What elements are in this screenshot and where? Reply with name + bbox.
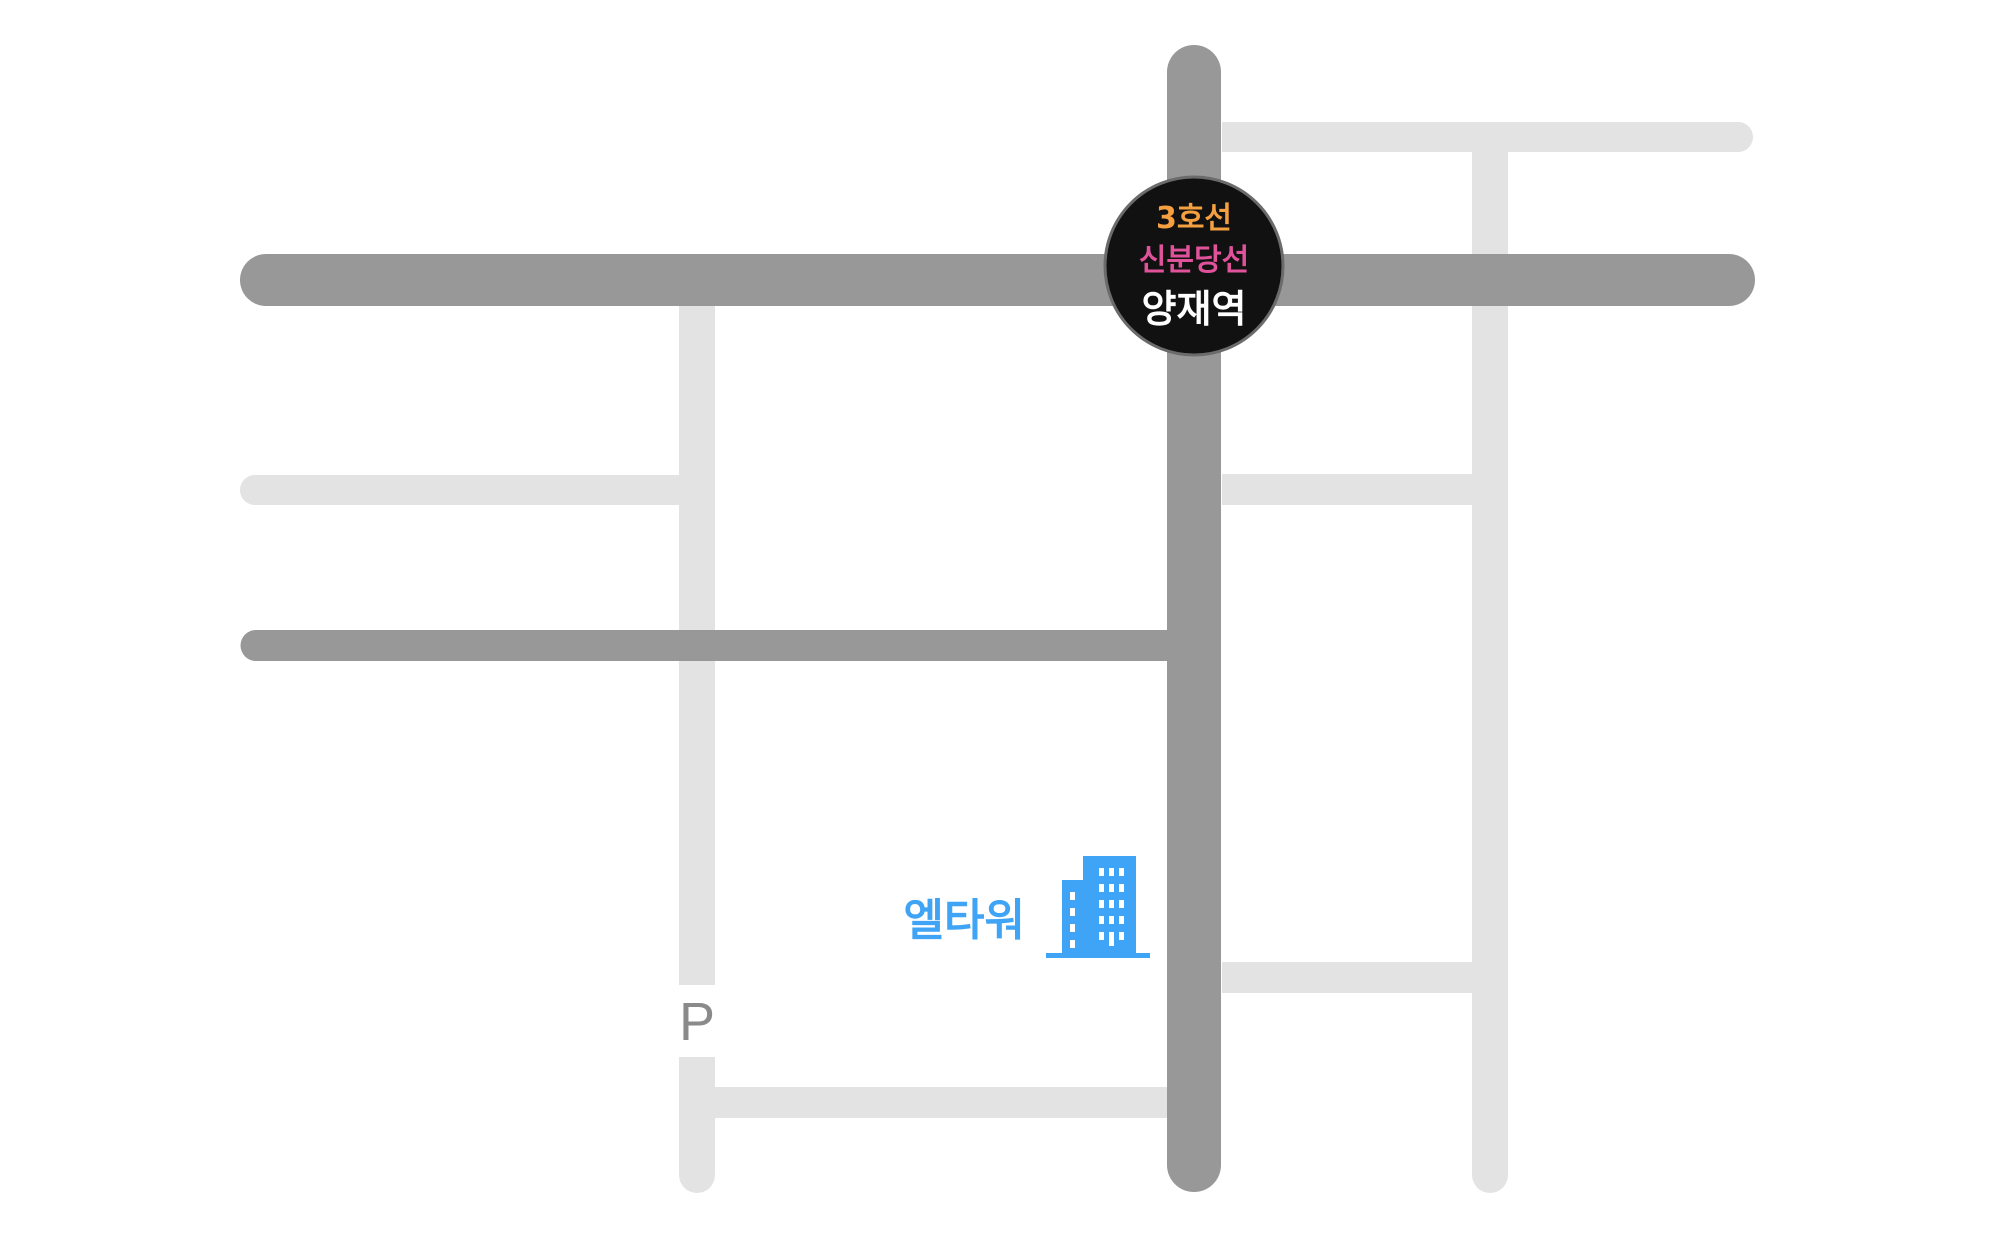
- major-road-horizontal-middle: [240, 630, 1170, 661]
- station-circle: [1103, 175, 1285, 357]
- landmark: 엘타워: [904, 856, 1150, 958]
- minor-roads: [240, 122, 1753, 1193]
- major-roads: [240, 45, 1755, 1192]
- minor-road-left-vertical-lower: [679, 1057, 715, 1193]
- parking-label: P: [679, 992, 715, 1052]
- minor-road-top-right: [1222, 122, 1753, 152]
- minor-road-left-horizontal: [240, 475, 679, 505]
- minor-road-right-connector-lower: [1222, 962, 1472, 993]
- minor-road-right-connector-middle: [1222, 474, 1472, 505]
- minor-road-right-vertical: [1472, 135, 1508, 1193]
- station-marker: 3호선 신분당선 양재역: [1103, 175, 1285, 357]
- station-line-3-label: 3호선: [1156, 201, 1232, 236]
- building-icon: [1046, 856, 1150, 958]
- station-sinbundang-label: 신분당선: [1139, 243, 1249, 278]
- major-road-horizontal-top: [240, 254, 1755, 306]
- station-name-label: 양재역: [1142, 287, 1247, 331]
- minor-road-bottom-connector: [715, 1087, 1170, 1118]
- landmark-label: 엘타워: [904, 895, 1025, 946]
